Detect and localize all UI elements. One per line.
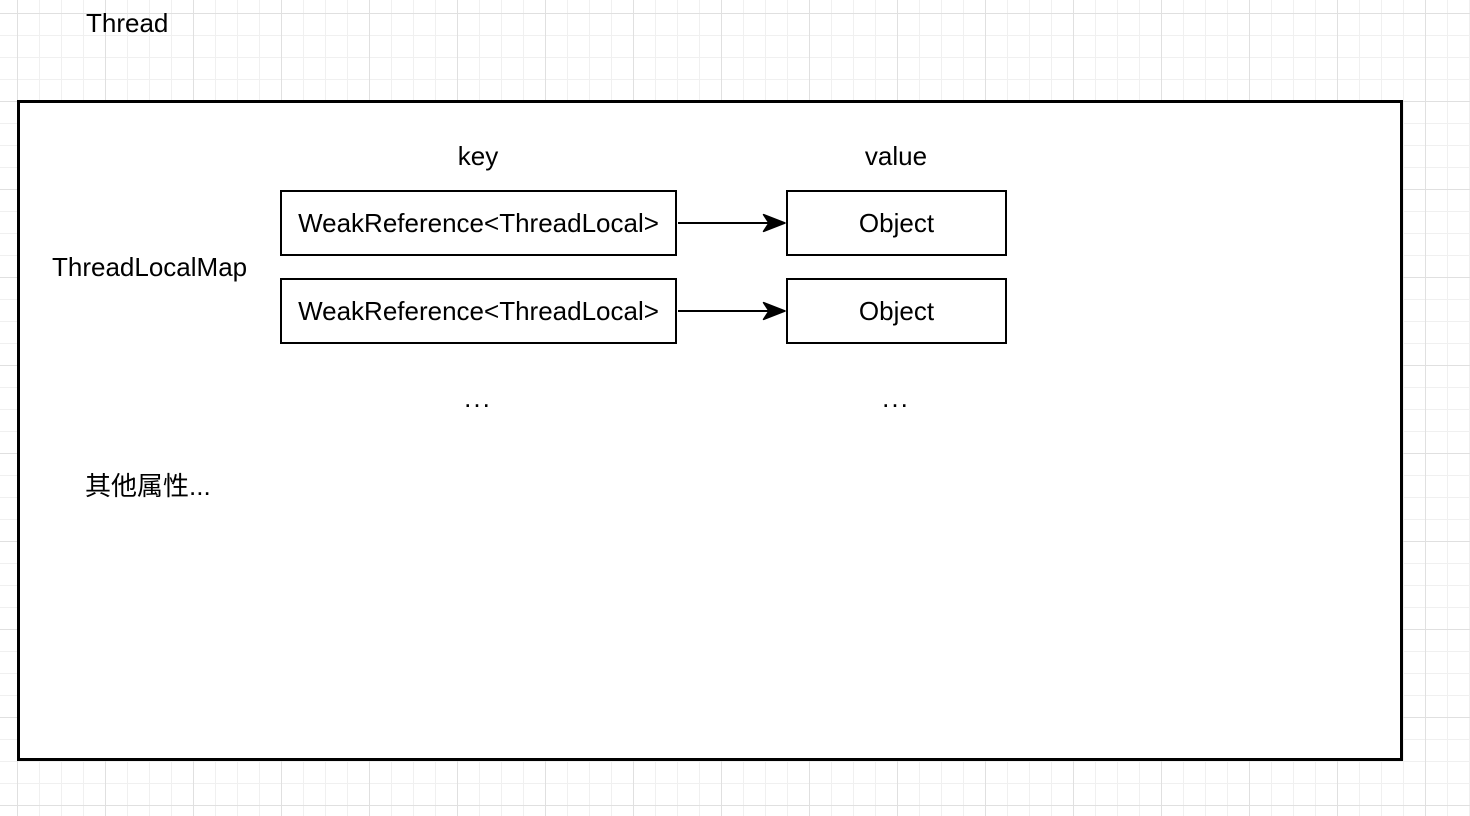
weakreference-box-row1: WeakReference<ThreadLocal> [280,190,677,256]
object-box-row2: Object [786,278,1007,344]
column-header-value: value [864,141,928,171]
ellipsis-value-column: ... [882,383,910,413]
thread-container-box [17,100,1403,761]
column-header-key: key [457,141,499,171]
thread-label: Thread [86,8,169,38]
object-box-row1: Object [786,190,1007,256]
weakreference-box-row2: WeakReference<ThreadLocal> [280,278,677,344]
ellipsis-key-column: ... [464,383,492,413]
other-attributes-label: 其他属性... [85,471,211,501]
threadlocalmap-label: ThreadLocalMap [52,252,248,282]
